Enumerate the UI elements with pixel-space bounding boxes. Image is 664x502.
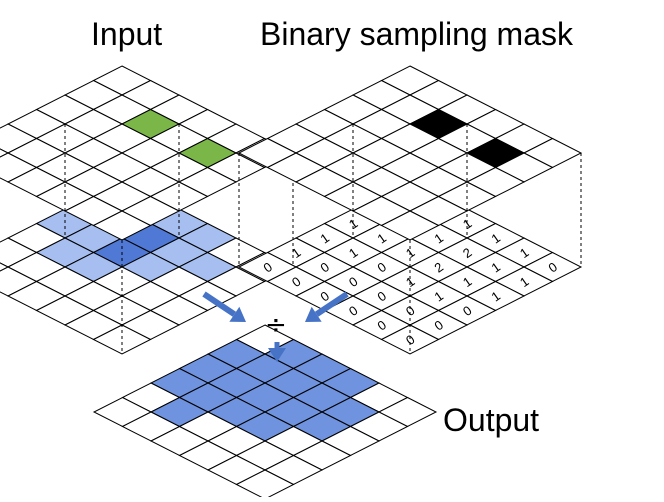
mask-bottom-grid-cell-5-5 <box>380 324 440 355</box>
mask-top-grid <box>237 65 583 241</box>
input-label: Input <box>91 16 163 52</box>
arrow-divide-to-output <box>268 342 286 362</box>
mask-bottom-grid: 011110111211111211110110100000000000 <box>237 179 583 355</box>
input-top-grid <box>0 65 295 241</box>
mask-label: Binary sampling mask <box>260 16 573 52</box>
output-label: Output <box>443 402 540 438</box>
divide-symbol: ÷ <box>265 310 287 340</box>
input-bottom-grid-cell-5-5 <box>92 324 152 355</box>
arrow-input-to-divide <box>202 291 246 322</box>
output-grid <box>92 324 438 500</box>
input-bottom-grid-cell-5-0 <box>0 262 10 272</box>
input-top-grid-cell-5-0 <box>0 148 10 158</box>
arrow-mask-to-divide <box>305 291 349 322</box>
